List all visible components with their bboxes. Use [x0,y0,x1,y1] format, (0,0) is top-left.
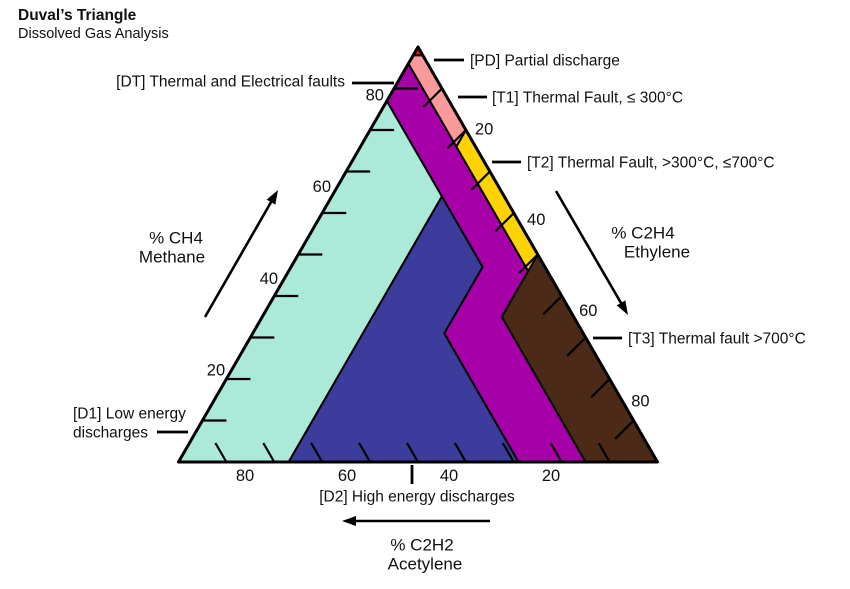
zone-label-d1: [D1] Low energy discharges [73,406,188,442]
zone-label-t3: [T3] Thermal fault >700°C [593,331,806,348]
zone-label-pd: [PD] Partial discharge [434,53,620,70]
tick-label-c2h2-80: 80 [236,467,254,485]
zone-label-dt: [DT] Thermal and Electrical faults [116,74,394,91]
axis-c2h2-tick-labels: 20 40 60 80 [236,467,560,485]
zone-label-t2: [T2] Thermal Fault, >300°C, ≤700°C [492,155,775,172]
tick-label-ch4-80: 80 [366,87,384,105]
axis-ch4-formula-label: % CH4 [149,229,203,248]
c2h2-axis-arrow [342,516,490,526]
page-title: Duval’s Triangle [18,7,137,24]
tick-label-c2h4-60: 60 [579,302,597,320]
axis-c2h4-tick-labels: 20 40 60 80 [475,121,650,411]
zone-label-t1-text: [T1] Thermal Fault, ≤ 300°C [492,90,683,107]
zone-label-dt-text: [DT] Thermal and Electrical faults [116,74,345,91]
axis-c2h2-gas-label: Acetylene [388,555,463,574]
fault-zones [177,46,659,463]
tick-label-ch4-40: 40 [260,270,278,288]
axis-c2h4-gas-label: Ethylene [624,243,690,262]
tick-label-c2h4-20: 20 [475,121,493,139]
axis-c2h2-ticks [214,442,611,463]
zone-label-d1-text: [D1] Low energy [73,406,186,423]
tick-label-c2h2-60: 60 [338,467,356,485]
tick-label-c2h2-20: 20 [542,467,560,485]
axis-c2h4-formula-label: % C2H4 [611,224,674,243]
zone-label-t1: [T1] Thermal Fault, ≤ 300°C [458,90,683,107]
axis-ch4-ticks [202,87,419,422]
axis-c2h4-ticks [422,87,635,440]
zone-label-d2-text: [D2] High energy discharges [319,489,515,506]
zone-label-pd-text: [PD] Partial discharge [470,53,620,70]
zone-label-d1-text2: discharges [73,425,148,442]
axis-ch4-tick-labels: 20 40 60 80 [207,87,384,380]
zone-label-t2-text: [T2] Thermal Fault, >300°C, ≤700°C [527,155,775,172]
tick-label-ch4-20: 20 [207,361,225,379]
tick-label-ch4-60: 60 [313,178,331,196]
title-block: Duval’s Triangle Dissolved Gas Analysis [18,6,169,44]
tick-label-c2h4-80: 80 [631,392,649,410]
tick-label-c2h2-40: 40 [440,467,458,485]
ch4-axis-arrow [203,190,278,318]
c2h4-axis-arrow [554,190,628,315]
axis-ch4-gas-label: Methane [139,248,205,267]
tick-label-c2h4-40: 40 [527,211,545,229]
zone-label-t3-text: [T3] Thermal fault >700°C [628,331,806,348]
axis-c2h2-formula-label: % C2H2 [390,536,453,555]
zone-label-d2: [D2] High energy discharges [319,465,515,506]
page-subtitle: Dissolved Gas Analysis [18,26,169,43]
